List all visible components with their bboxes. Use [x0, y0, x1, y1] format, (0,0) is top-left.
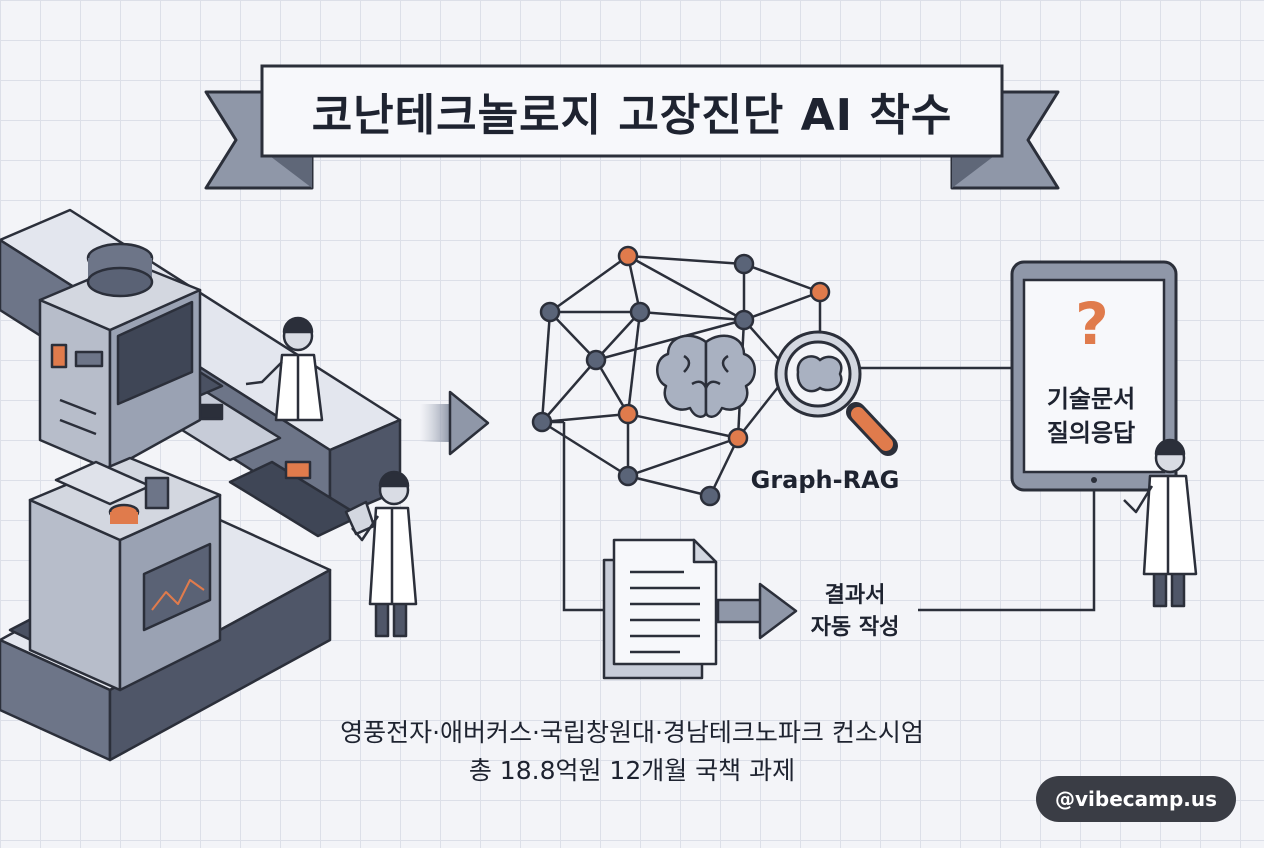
brain-icon [656, 334, 756, 418]
budget-line: 총 18.8억원 12개월 국책 과제 [468, 756, 796, 785]
engineer-figure-3 [1123, 438, 1198, 608]
engineer-figure-2 [344, 470, 418, 638]
result-caption: 결과서 자동 작성 [775, 580, 935, 644]
question-mark-icon: ? [1075, 290, 1109, 358]
consortium-line: 영풍전자·애버커스·국립창원대·경남테크노파크 컨소시엄 [340, 718, 924, 747]
inspection-machine-lower [28, 456, 222, 692]
tablet-caption-line2: 질의응답 [1046, 419, 1136, 447]
tablet-caption-line1: 기술문서 [1046, 385, 1136, 413]
arrow-document-to-result [716, 582, 798, 640]
title-banner [204, 64, 1060, 190]
document-icon [602, 538, 718, 680]
graph-rag-label: Graph-RAG [750, 466, 900, 494]
tablet-caption: 기술문서 질의응답 [1024, 382, 1158, 450]
footer-caption: 영풍전자·애버커스·국립창원대·경남테크노파크 컨소시엄 총 18.8억원 12… [180, 714, 1084, 790]
tablet-device [1010, 260, 1178, 492]
connector-result-to-tablet [918, 490, 1096, 612]
result-caption-line1: 결과서 [824, 583, 886, 608]
magnifier-icon [774, 330, 898, 456]
page-title: 코난테크놀로지 고장진단 AI 착수 [311, 90, 953, 141]
engineer-figure-1 [245, 316, 324, 422]
inspection-machine-upper [38, 242, 202, 472]
arrow-factory-to-graph [400, 390, 490, 456]
graph-nodes [531, 245, 831, 507]
result-caption-line2: 자동 작성 [810, 615, 900, 640]
handle-badge: @vibecamp.us [1036, 776, 1236, 822]
